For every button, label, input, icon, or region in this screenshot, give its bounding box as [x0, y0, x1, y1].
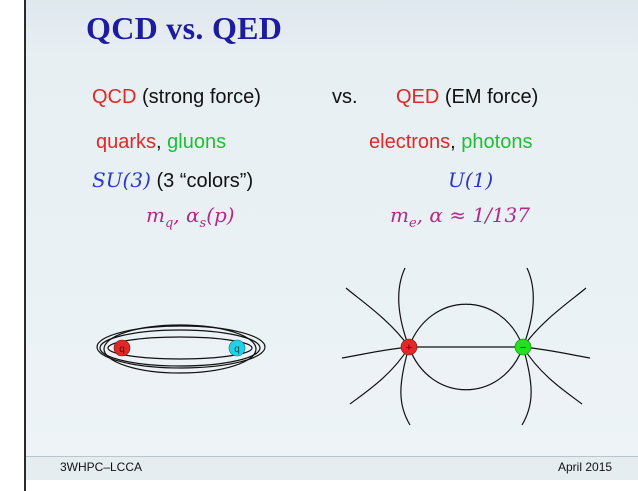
qcd-particle-quarks: quarks: [96, 131, 157, 153]
qed-param-alpha: , α ≈ 1/137: [416, 203, 531, 227]
left-border: [24, 0, 26, 491]
qcd-params: mq, αs(p): [146, 203, 235, 231]
qcd-quark-left: q: [113, 339, 131, 357]
qed-right-label: −: [520, 342, 526, 354]
field-loop-lower: [408, 346, 524, 391]
qcd-param-alpha: , α: [173, 203, 200, 227]
qcd-flux-tube-diagram: [96, 324, 266, 374]
slide-title: QCD vs. QED: [86, 10, 283, 46]
slide-body: [26, 58, 638, 456]
qed-param-m-sub: e: [408, 216, 417, 231]
field-line-left-3: [341, 346, 410, 359]
field-line-left-2: [398, 267, 410, 348]
field-line-right-3: [522, 346, 591, 359]
qcd-group-symbol: SU(3): [92, 168, 151, 192]
title-bar: [26, 0, 638, 58]
qcd-particle-gluons: gluons: [167, 131, 227, 153]
header-qed: QED (EM force): [396, 86, 538, 109]
qcd-desc: (strong force): [136, 86, 261, 108]
qcd-param-alpha-sub: s: [199, 216, 207, 231]
qed-comma: ,: [450, 131, 462, 153]
footer-bar: [26, 456, 638, 481]
qed-particle-photons: photons: [461, 131, 533, 153]
qed-particle-electrons: electrons: [369, 131, 451, 153]
qed-left-label: +: [406, 342, 412, 354]
qcd-group: SU(3) (3 “colors”): [92, 168, 253, 193]
qed-group-symbol: U(1): [448, 168, 494, 192]
qcd-group-text: (3 “colors”): [150, 170, 254, 192]
header-qcd: QCD (strong force): [92, 86, 261, 109]
qcd-particles: quarks, gluons: [96, 131, 226, 154]
qed-params: me, α ≈ 1/137: [390, 203, 530, 231]
field-line-left-5: [400, 346, 411, 426]
qed-param-m: m: [390, 203, 409, 227]
qed-particles: electrons, photons: [369, 131, 532, 154]
field-line-right-4: [522, 346, 583, 405]
footer-left-text: 3WHPC–LCCA: [60, 460, 143, 474]
field-line-right-5: [521, 346, 532, 426]
qed-dipole-diagram: [341, 267, 591, 426]
qcd-param-m: m: [146, 203, 165, 227]
header-vs: vs.: [332, 86, 358, 108]
qcd-comma: ,: [156, 131, 168, 153]
flux-loop-2: [107, 336, 253, 360]
qcd-word: QCD: [92, 86, 137, 108]
footer-right-text: April 2015: [558, 460, 613, 474]
qcd-left-label: q: [119, 344, 125, 355]
flux-loop-1: [99, 329, 261, 367]
field-loop-upper: [408, 303, 524, 348]
qed-desc: (EM force): [439, 86, 539, 108]
qcd-quark-right: q: [228, 339, 246, 357]
flux-loop-3: [103, 324, 257, 374]
field-line-left-1: [345, 287, 410, 348]
flux-loop-4: [96, 325, 266, 369]
qcd-right-label: q: [234, 344, 240, 355]
field-line-left-4: [349, 346, 410, 405]
field-line-right-2: [522, 267, 534, 348]
qcd-param-m-sub: q: [164, 216, 174, 231]
qcd-param-p: (p): [206, 203, 235, 227]
qed-negative-charge: −: [514, 338, 532, 356]
qed-positive-charge: +: [400, 338, 418, 356]
qed-word: QED: [396, 86, 440, 108]
field-line-right-1: [522, 287, 587, 348]
bottom-margin: [26, 480, 638, 491]
